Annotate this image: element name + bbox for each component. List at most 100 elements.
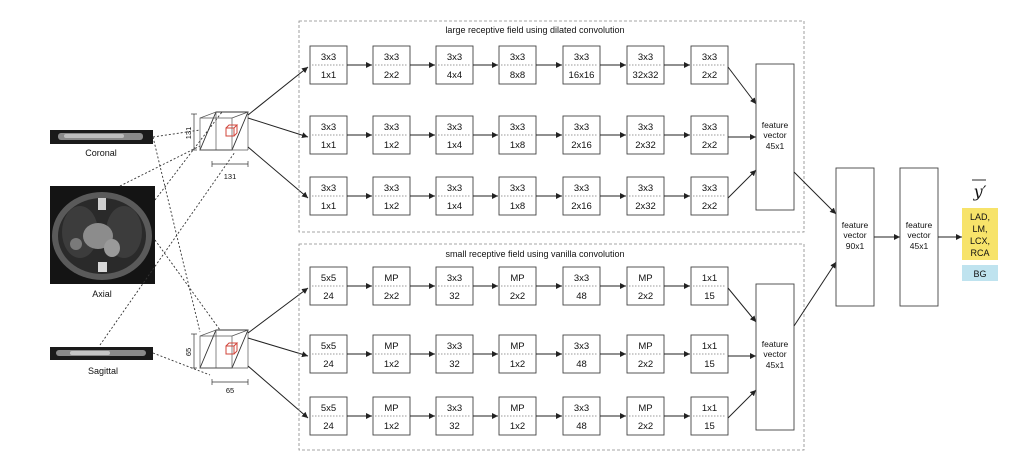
vanilla-group-title: small receptive field using vanilla conv…: [445, 249, 624, 259]
layer-param-label: 8x8: [510, 70, 525, 81]
sagittal-image: [50, 347, 153, 360]
layer-param-label: 1x2: [384, 140, 399, 151]
svg-text:45x1: 45x1: [766, 360, 785, 370]
output-symbol: y′: [973, 182, 987, 201]
svg-text:feature: feature: [842, 220, 869, 230]
layer-kernel-label: 3x3: [574, 341, 589, 352]
svg-text:feature: feature: [762, 120, 789, 130]
large-patch-height-label: 131: [184, 127, 193, 140]
layer-kernel-label: 3x3: [384, 122, 399, 133]
layer-param-label: 1x4: [447, 201, 462, 212]
layer-kernel-label: 3x3: [638, 122, 653, 133]
layer-kernel-label: MP: [638, 273, 652, 284]
svg-text:LM,: LM,: [972, 224, 987, 234]
output-classes-box: LAD, LM, LCX, RCA: [962, 208, 998, 260]
large-patch-width-label: 131: [224, 172, 237, 181]
layer-kernel-label: 3x3: [638, 183, 653, 194]
svg-text:LAD,: LAD,: [970, 212, 990, 222]
dilated-row-1: 3x31x13x32x23x34x43x38x83x316x163x332x32…: [309, 45, 729, 85]
layer-param-label: 2x32: [635, 140, 656, 151]
layer-kernel-label: 3x3: [574, 273, 589, 284]
svg-text:vector: vector: [763, 130, 786, 140]
top-to-merged-arrow: [793, 171, 837, 215]
layer-param-label: 2x2: [702, 70, 717, 81]
dilated-group-box: [298, 20, 805, 233]
layer-kernel-label: 3x3: [574, 52, 589, 63]
layer-kernel-label: 5x5: [321, 403, 336, 414]
row-to-feature-arrows: [727, 66, 757, 419]
vanilla-layer-box: MP 1x2: [372, 396, 411, 436]
dilated-layer-box: 3x3 16x16: [562, 45, 601, 85]
layer-param-label: 2x2: [638, 291, 653, 302]
conv-rows: 3x31x13x32x23x34x43x38x83x316x163x332x32…: [309, 45, 729, 436]
layer-param-label: 2x2: [638, 421, 653, 432]
dilated-layer-box: 3x3 2x2: [690, 45, 729, 85]
layer-param-label: 1x1: [321, 201, 336, 212]
large-patch-cube-icon: [225, 124, 239, 137]
layer-kernel-label: 3x3: [574, 122, 589, 133]
bottom-to-merged-arrow: [793, 261, 837, 327]
dilated-layer-box: 3x3 1x2: [372, 115, 411, 155]
coronal-image: [50, 130, 153, 144]
layer-kernel-label: 1x1: [702, 341, 717, 352]
layer-kernel-label: 3x3: [384, 52, 399, 63]
layer-kernel-label: 3x3: [574, 403, 589, 414]
layer-param-label: 48: [576, 291, 587, 302]
vanilla-layer-box: 3x3 48: [562, 396, 601, 436]
layer-param-label: 1x2: [510, 421, 525, 432]
layer-param-label: 16x16: [569, 70, 595, 81]
sagittal-label: Sagittal: [88, 366, 118, 376]
feature-vector-bottom: feature vector 45x1: [755, 283, 795, 431]
layer-kernel-label: 5x5: [321, 273, 336, 284]
layer-kernel-label: MP: [510, 341, 524, 352]
layer-param-label: 1x2: [384, 421, 399, 432]
layer-param-label: 15: [704, 359, 715, 370]
layer-kernel-label: 3x3: [702, 52, 717, 63]
layer-kernel-label: 3x3: [321, 183, 336, 194]
layer-param-label: 1x2: [384, 201, 399, 212]
layer-kernel-label: MP: [384, 403, 398, 414]
layer-kernel-label: MP: [510, 273, 524, 284]
layer-param-label: 2x16: [571, 201, 592, 212]
dilated-layer-box: 3x3 1x1: [309, 176, 348, 216]
layer-param-label: 1x1: [321, 70, 336, 81]
layer-kernel-label: 1x1: [702, 273, 717, 284]
vanilla-layer-box: MP 1x2: [498, 396, 537, 436]
layer-param-label: 2x2: [702, 140, 717, 151]
svg-text:BG: BG: [973, 269, 986, 279]
layer-param-label: 32: [449, 291, 460, 302]
layer-param-label: 48: [576, 421, 587, 432]
layer-kernel-label: 3x3: [447, 52, 462, 63]
ct-views: Coronal Axial Sagittal: [50, 130, 155, 376]
layer-param-label: 48: [576, 359, 587, 370]
svg-text:LCX,: LCX,: [970, 236, 990, 246]
layer-kernel-label: 3x3: [447, 403, 462, 414]
layer-kernel-label: MP: [510, 403, 524, 414]
layer-param-label: 1x1: [321, 140, 336, 151]
dilated-layer-box: 3x3 2x32: [626, 115, 665, 155]
axial-label: Axial: [92, 289, 112, 299]
vanilla-layer-box: 3x3 48: [562, 334, 601, 374]
vanilla-group-box: [298, 243, 805, 451]
